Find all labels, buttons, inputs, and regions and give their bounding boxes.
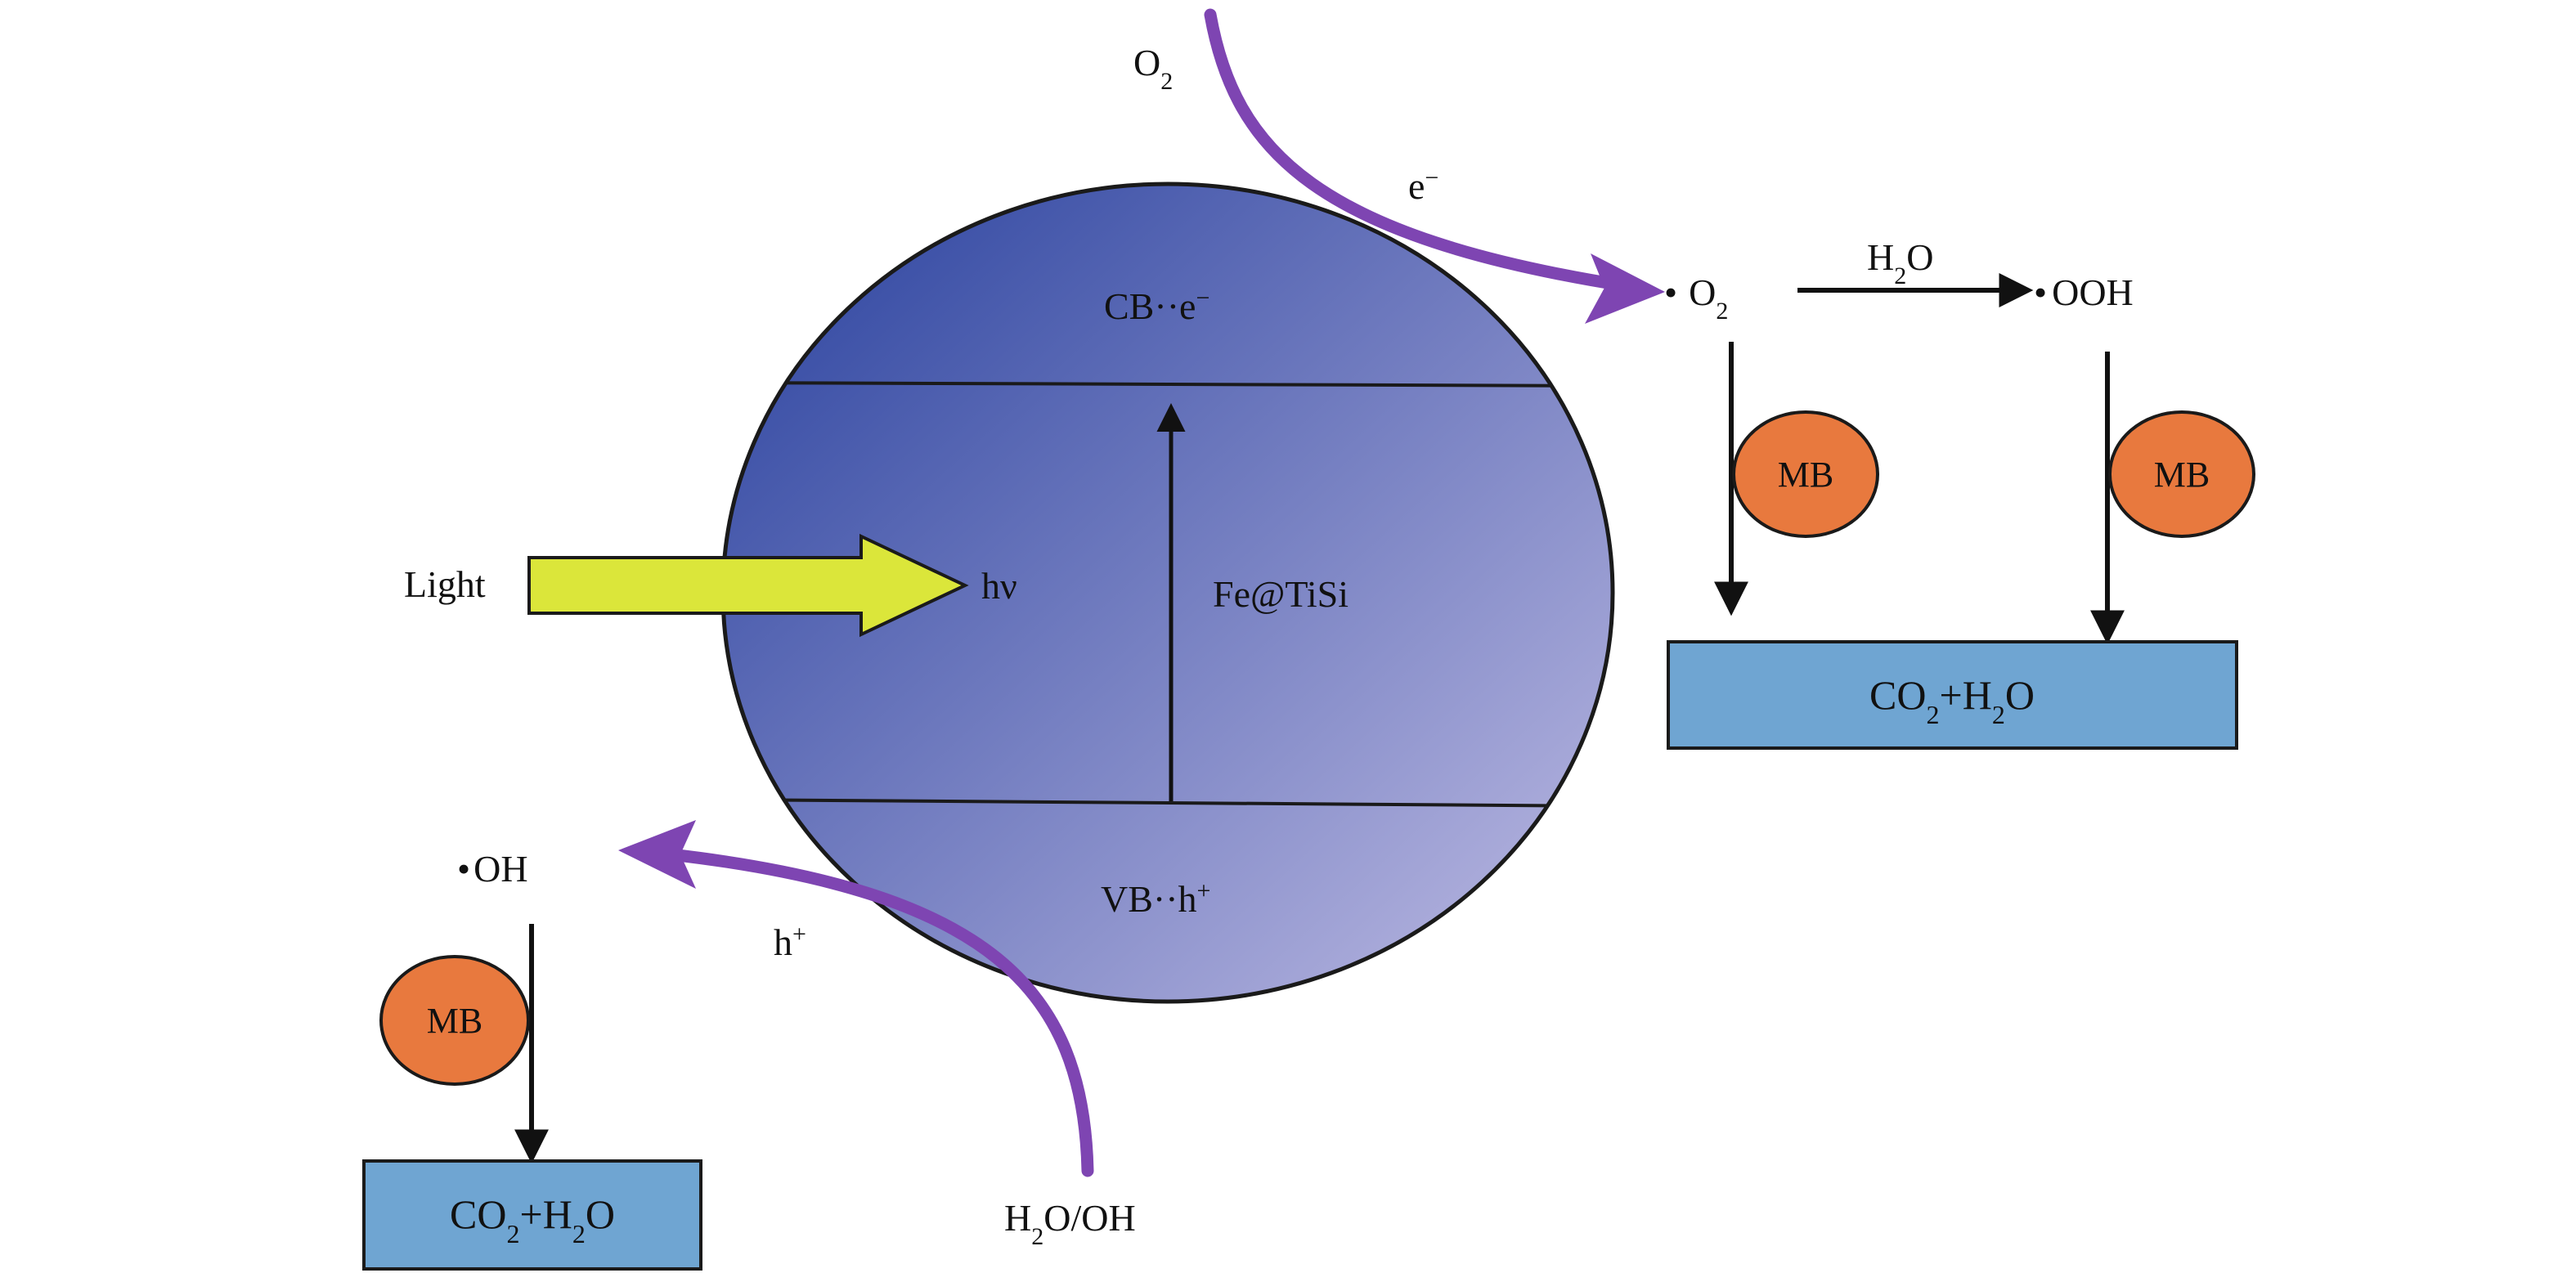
electron-transfer-arrow — [1204, 8, 1634, 293]
mb-molecule-superoxide — [1732, 410, 1879, 538]
product-label-right: CO2+H2O — [1869, 672, 2035, 729]
hole-transfer-arrowhead — [618, 820, 696, 889]
oxygen-input-label: O2 — [1133, 42, 1173, 95]
electron-transfer-arrowhead — [1585, 253, 1665, 324]
hole-transfer-arrow — [664, 848, 1094, 1177]
conduction-band-line — [723, 381, 1613, 388]
electron-label: e− — [1408, 164, 1438, 208]
mb-molecule-hydroperoxyl — [2108, 410, 2255, 538]
product-box-right — [1667, 640, 2238, 750]
photon-label: hν — [981, 565, 1017, 607]
hydroperoxyl-label: •OOH — [2034, 271, 2134, 313]
water-source-label: H2O/OH — [1004, 1197, 1136, 1250]
mb-label: MB — [2154, 455, 2210, 495]
mb-molecule-hydroxyl — [379, 955, 530, 1086]
hole-label: h+ — [774, 921, 806, 964]
product-label-left: CO2+H2O — [450, 1191, 615, 1248]
hydroxyl-label: •OH — [457, 848, 528, 890]
superoxide-label: •O2 — [1664, 271, 1728, 325]
oxidation-pathway: h+ H2O/OH •OH MB CO2+H2O — [362, 820, 1136, 1271]
product-box-left — [362, 1159, 702, 1271]
light-arrow — [527, 533, 969, 638]
vb-label: VB··h+ — [1101, 877, 1210, 921]
valence-band-line — [723, 798, 1613, 808]
mb-label: MB — [427, 1001, 482, 1041]
light-input: Light hν — [404, 533, 1017, 638]
mb-label: MB — [1778, 455, 1833, 495]
cb-label: CB··e− — [1104, 285, 1209, 328]
water-label: H2O — [1867, 236, 1933, 289]
semiconductor-particle: CB··e− VB··h+ Fe@TiSi — [720, 182, 1615, 1004]
material-label: Fe@TiSi — [1213, 573, 1349, 615]
light-label: Light — [404, 563, 486, 605]
reduction-pathway: O2 e− •O2 H2O •OOH MB MB CO2+H2O — [1133, 8, 2255, 750]
